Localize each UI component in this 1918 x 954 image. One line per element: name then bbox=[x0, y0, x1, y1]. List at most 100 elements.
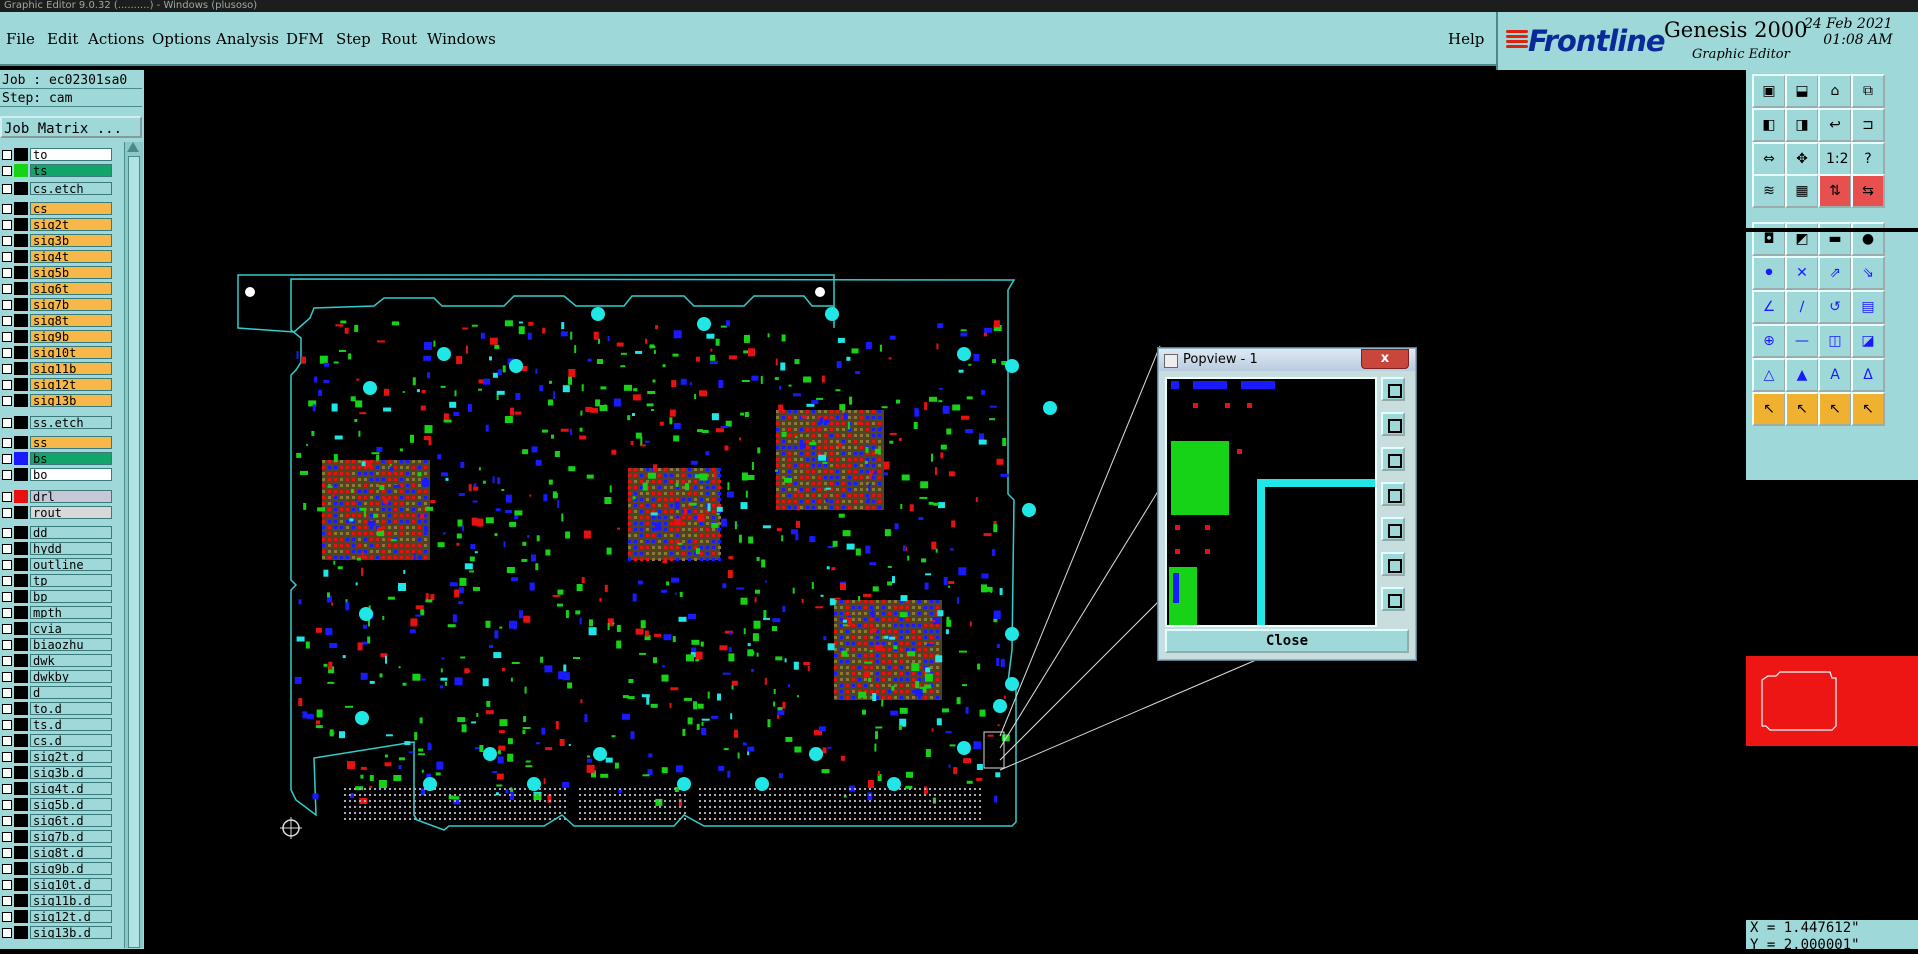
triangle-b-icon[interactable]: Δ bbox=[1851, 358, 1885, 392]
job-matrix-button[interactable]: Job Matrix ... bbox=[0, 116, 142, 138]
restore-icon[interactable]: ⧉ bbox=[1851, 74, 1885, 108]
menu-file[interactable]: File bbox=[6, 30, 35, 48]
layer-checkbox[interactable] bbox=[2, 544, 12, 554]
layer-checkbox[interactable] bbox=[2, 184, 12, 194]
layer-color-swatch[interactable] bbox=[14, 436, 28, 449]
edit-surface-icon[interactable]: ◪ bbox=[1851, 324, 1885, 358]
layer-color-swatch[interactable] bbox=[14, 862, 28, 875]
layer-checkbox[interactable] bbox=[2, 672, 12, 682]
menu-help[interactable]: Help bbox=[1448, 30, 1485, 48]
layer-color-swatch[interactable] bbox=[14, 926, 28, 939]
layer-row[interactable]: sig10t.d bbox=[0, 878, 118, 892]
layer-name[interactable]: sig2t.d bbox=[30, 750, 112, 763]
layer-checkbox[interactable] bbox=[2, 784, 12, 794]
layer-scrollbar[interactable] bbox=[124, 142, 143, 948]
delete-icon[interactable]: ✕ bbox=[1785, 256, 1819, 290]
edit-line-icon[interactable]: — bbox=[1785, 324, 1819, 358]
menu-options[interactable]: Options bbox=[152, 30, 212, 48]
layer-name[interactable]: sig4t.d bbox=[30, 782, 112, 795]
layer-color-swatch[interactable] bbox=[14, 298, 28, 311]
pointer-select-icon[interactable]: ↖ bbox=[1785, 392, 1819, 426]
triangle-alt-icon[interactable]: ▲ bbox=[1785, 358, 1819, 392]
layer-row[interactable]: rout bbox=[0, 506, 118, 520]
layer-color-swatch[interactable] bbox=[14, 394, 28, 407]
menu-rout[interactable]: Rout bbox=[381, 30, 418, 48]
layer-row[interactable]: d bbox=[0, 686, 118, 700]
fill-icon[interactable]: ▤ bbox=[1851, 290, 1885, 324]
layer-name[interactable]: mpth bbox=[30, 606, 112, 619]
layer-color-swatch[interactable] bbox=[14, 718, 28, 731]
popview-close-icon[interactable]: x bbox=[1361, 349, 1409, 369]
layer-name[interactable]: bs bbox=[30, 452, 112, 465]
layer-color-swatch[interactable] bbox=[14, 590, 28, 603]
layer-name[interactable]: sig7b.d bbox=[30, 830, 112, 843]
layer-name[interactable]: sig12t bbox=[30, 378, 112, 391]
layer-name[interactable]: biaozhu bbox=[30, 638, 112, 651]
layer-row[interactable]: cs.etch bbox=[0, 182, 118, 196]
layer-color-swatch[interactable] bbox=[14, 330, 28, 343]
open-step-icon[interactable]: ▣ bbox=[1752, 74, 1786, 108]
layer-name[interactable]: cs bbox=[30, 202, 112, 215]
layer-name[interactable]: ts.d bbox=[30, 718, 112, 731]
layer-row[interactable]: ss.etch bbox=[0, 416, 118, 430]
layer-name[interactable]: d bbox=[30, 686, 112, 699]
layer-color-swatch[interactable] bbox=[14, 766, 28, 779]
copy-icon[interactable]: ⇘ bbox=[1851, 256, 1885, 290]
layer-color-swatch[interactable] bbox=[14, 654, 28, 667]
layer-name[interactable]: hydd bbox=[30, 542, 112, 555]
layer-color-swatch[interactable] bbox=[14, 750, 28, 763]
layer-name[interactable]: cs.etch bbox=[30, 182, 112, 195]
layer-name[interactable]: rout bbox=[30, 506, 112, 519]
layer-row[interactable]: cvia bbox=[0, 622, 118, 636]
layer-color-swatch[interactable] bbox=[14, 910, 28, 923]
layer-checkbox[interactable] bbox=[2, 608, 12, 618]
popview-title-bar[interactable]: Popview - 1 x bbox=[1159, 349, 1415, 371]
layer-row[interactable]: dwkby bbox=[0, 670, 118, 684]
layer-color-swatch[interactable] bbox=[14, 378, 28, 391]
layer-color-swatch[interactable] bbox=[14, 638, 28, 651]
layer-checkbox[interactable] bbox=[2, 300, 12, 310]
snap-icon[interactable]: ⇅ bbox=[1818, 174, 1852, 208]
layer-checkbox[interactable] bbox=[2, 736, 12, 746]
layer-name[interactable]: drl bbox=[30, 490, 112, 503]
layer-checkbox[interactable] bbox=[2, 492, 12, 502]
menu-edit[interactable]: Edit bbox=[47, 30, 79, 48]
pointer-move-icon[interactable]: ↖ bbox=[1818, 392, 1852, 426]
circle-icon[interactable]: ● bbox=[1851, 222, 1885, 256]
layer-name[interactable]: outline bbox=[30, 558, 112, 571]
grid-icon[interactable]: ▦ bbox=[1785, 174, 1819, 208]
layer-checkbox[interactable] bbox=[2, 752, 12, 762]
layer-row[interactable]: sig4t.d bbox=[0, 782, 118, 796]
layer-name[interactable]: sig8t bbox=[30, 314, 112, 327]
popview-pan-left-icon[interactable] bbox=[1381, 482, 1405, 506]
layer-name[interactable]: to.d bbox=[30, 702, 112, 715]
scroll-up-icon[interactable] bbox=[127, 142, 139, 152]
layer-color-swatch[interactable] bbox=[14, 798, 28, 811]
layer-name[interactable]: ss.etch bbox=[30, 416, 112, 429]
layer-checkbox[interactable] bbox=[2, 688, 12, 698]
layer-row[interactable]: ss bbox=[0, 436, 118, 450]
layer-color-swatch[interactable] bbox=[14, 542, 28, 555]
popview-pan-up-icon[interactable] bbox=[1381, 412, 1405, 436]
layer-checkbox[interactable] bbox=[2, 236, 12, 246]
layer-checkbox[interactable] bbox=[2, 166, 12, 176]
layer-row[interactable]: sig13b bbox=[0, 394, 118, 408]
line-draw-icon[interactable]: ∠ bbox=[1752, 290, 1786, 324]
scale-1-2-icon[interactable]: 1:2 bbox=[1818, 142, 1852, 176]
layer-name[interactable]: sig4t bbox=[30, 250, 112, 263]
layer-row[interactable]: sig10t bbox=[0, 346, 118, 360]
layer-name[interactable]: cvia bbox=[30, 622, 112, 635]
layer-name[interactable]: dwk bbox=[30, 654, 112, 667]
layer-color-swatch[interactable] bbox=[14, 202, 28, 215]
layer-row[interactable]: sig4t bbox=[0, 250, 118, 264]
layer-checkbox[interactable] bbox=[2, 864, 12, 874]
layer-color-swatch[interactable] bbox=[14, 250, 28, 263]
layer-checkbox[interactable] bbox=[2, 560, 12, 570]
layer-name[interactable]: bp bbox=[30, 590, 112, 603]
layer-row[interactable]: dwk bbox=[0, 654, 118, 668]
arc-draw-icon[interactable]: ∕ bbox=[1785, 290, 1819, 324]
layer-row[interactable]: mpth bbox=[0, 606, 118, 620]
layer-checkbox[interactable] bbox=[2, 508, 12, 518]
layer-color-swatch[interactable] bbox=[14, 182, 28, 195]
layer-name[interactable]: dd bbox=[30, 526, 112, 539]
